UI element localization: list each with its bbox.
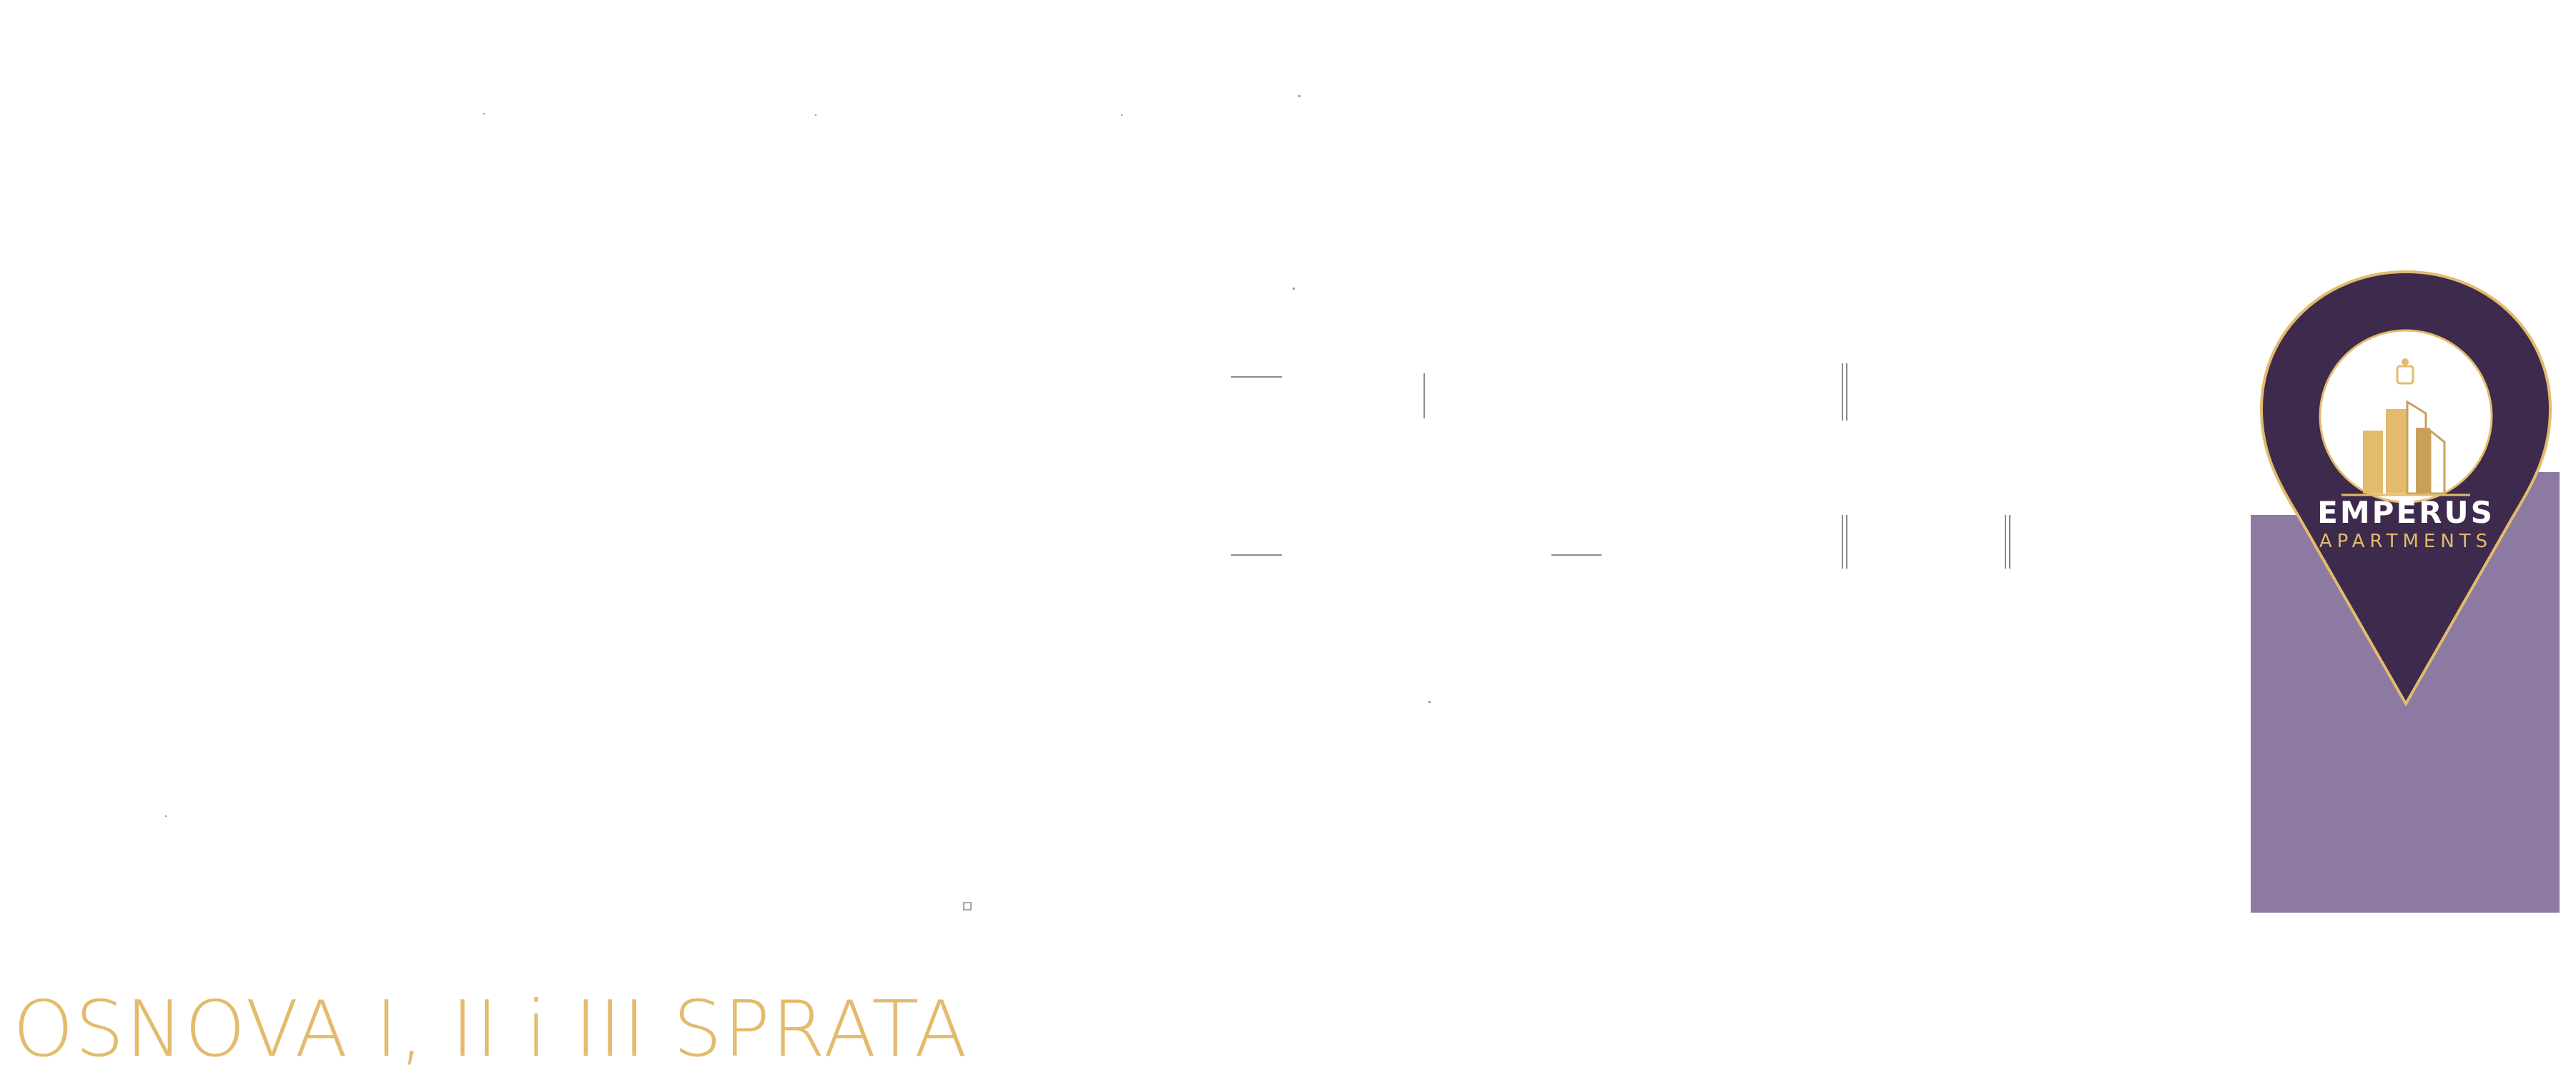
highlight-block — [2251, 848, 2405, 913]
floor-plan-drawing — [165, 95, 2010, 910]
brand-tagline: APARTMENTS — [2319, 531, 2493, 552]
map-pin-icon — [2256, 266, 2556, 710]
building-logo-icon — [2341, 358, 2470, 496]
page-title: OSNOVA I, II i III SPRATA — [13, 985, 969, 1074]
brand-name: EMPERUS — [2317, 495, 2494, 530]
